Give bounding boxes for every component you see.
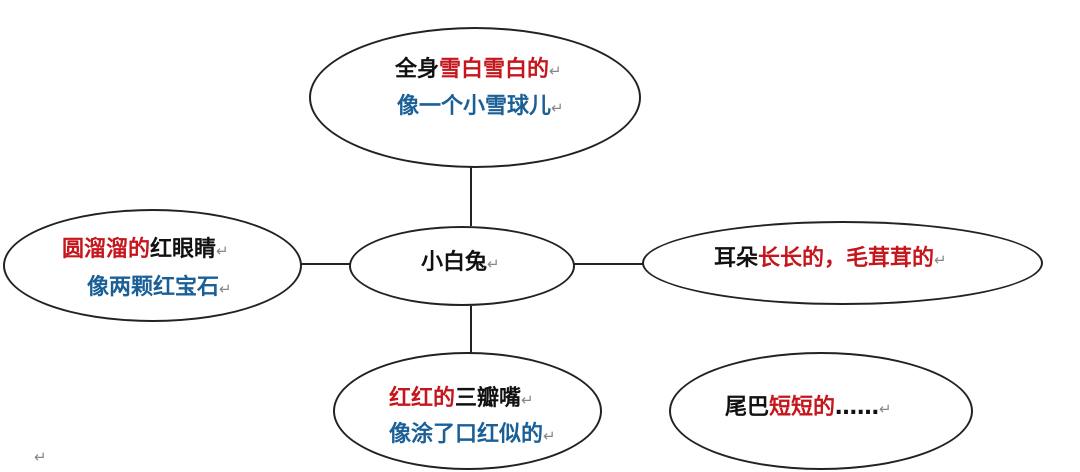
node-left-line1-part1: 圆溜溜的 bbox=[62, 237, 151, 262]
node-right bbox=[642, 221, 1043, 305]
paragraph-mark: ↵ bbox=[543, 427, 556, 445]
node-left-line2-text: 像两颗红宝石 bbox=[87, 275, 220, 300]
node-bottom-line1-part1: 红红的 bbox=[389, 386, 456, 411]
paragraph-mark: ↵ bbox=[934, 251, 947, 269]
paragraph-mark: ↵ bbox=[551, 99, 564, 117]
node-top-line2-text: 像一个小雪球儿 bbox=[397, 94, 552, 119]
paragraph-mark: ↵ bbox=[521, 391, 534, 409]
node-top-line1-part2: 雪白雪白的 bbox=[439, 57, 550, 82]
paragraph-mark: ↵ bbox=[487, 255, 500, 273]
node-bottom-line2-text: 像涂了口红似的 bbox=[389, 422, 544, 447]
node-bottom-line1-part2: 三瓣嘴 bbox=[455, 386, 522, 411]
node-extra-line1-part1: 尾巴 bbox=[725, 395, 770, 420]
node-center bbox=[349, 226, 575, 306]
node-top-line2: 像一个小雪球儿↵ bbox=[397, 96, 564, 118]
node-top bbox=[309, 27, 641, 168]
paragraph-mark-standalone: ↵ bbox=[34, 448, 47, 466]
node-left-line2: 像两颗红宝石↵ bbox=[87, 277, 232, 299]
node-top-line1: 全身雪白雪白的↵ bbox=[395, 59, 562, 81]
paragraph-mark: ↵ bbox=[549, 62, 562, 80]
paragraph-mark: ↵ bbox=[216, 242, 229, 260]
node-bottom-line2: 像涂了口红似的↵ bbox=[389, 424, 556, 446]
node-extra-line1-part3: …… bbox=[835, 395, 880, 420]
paragraph-mark: ↵ bbox=[219, 280, 232, 298]
node-bottom-line1: 红红的三瓣嘴↵ bbox=[389, 388, 534, 410]
paragraph-mark: ↵ bbox=[879, 400, 892, 418]
node-right-line1-part2: 长长的，毛茸茸的 bbox=[758, 246, 935, 271]
node-extra-line1-part2: 短短的 bbox=[769, 395, 836, 420]
node-center-label: 小白兔↵ bbox=[421, 252, 500, 274]
node-left-line1-part2: 红眼睛 bbox=[150, 237, 217, 262]
node-top-line1-part1: 全身 bbox=[395, 57, 440, 82]
node-right-line1-part1: 耳朵 bbox=[714, 246, 759, 271]
node-extra-line1: 尾巴短短的……↵ bbox=[725, 397, 892, 419]
node-right-line1: 耳朵长长的，毛茸茸的↵ bbox=[714, 248, 947, 270]
node-center-text: 小白兔 bbox=[421, 250, 488, 275]
node-extra bbox=[669, 352, 973, 470]
node-left bbox=[3, 209, 302, 322]
node-left-line1: 圆溜溜的红眼睛↵ bbox=[62, 239, 229, 261]
node-bottom bbox=[333, 352, 602, 470]
